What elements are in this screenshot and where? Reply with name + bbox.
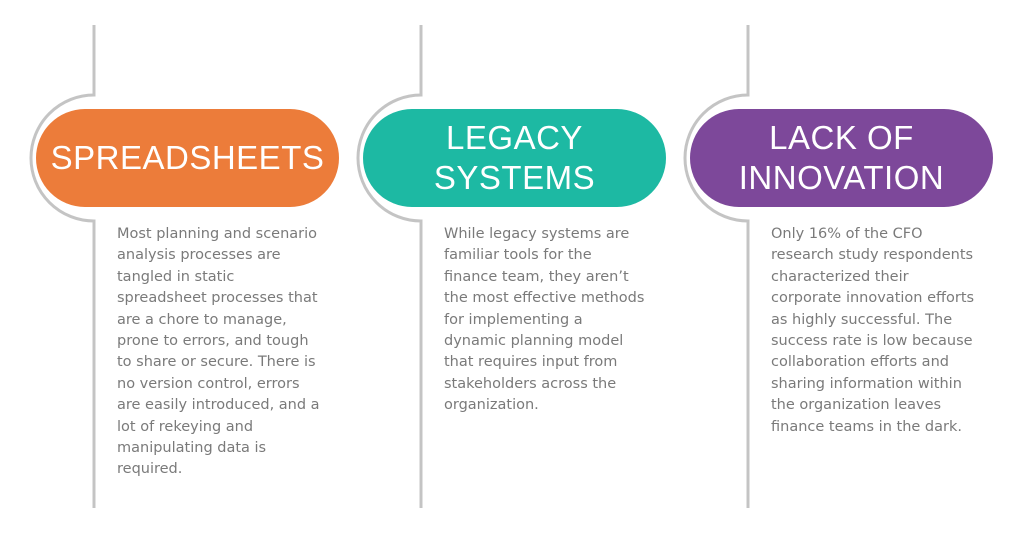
spreadsheets-description: Most planning and scenario analysis proc…	[117, 226, 320, 478]
connector-line-3	[683, 25, 750, 508]
connector-line-2	[356, 25, 423, 508]
legacy-systems-badge: LEGACY SYSTEMS	[363, 109, 666, 207]
legacy-systems-title: LEGACY SYSTEMS	[433, 119, 596, 196]
lack-of-innovation-badge: LACK OF INNOVATION	[690, 109, 993, 207]
lack-of-innovation-title: LACK OF INNOVATION	[738, 119, 945, 196]
spreadsheets-title: SPREADSHEETS	[50, 139, 325, 176]
spreadsheets-badge: SPREADSHEETS	[36, 109, 339, 207]
connector-line-1	[29, 25, 96, 508]
lack-of-innovation-description: Only 16% of the CFO research study respo…	[771, 226, 975, 435]
legacy-systems-description: While legacy systems are familiar tools …	[444, 226, 645, 414]
